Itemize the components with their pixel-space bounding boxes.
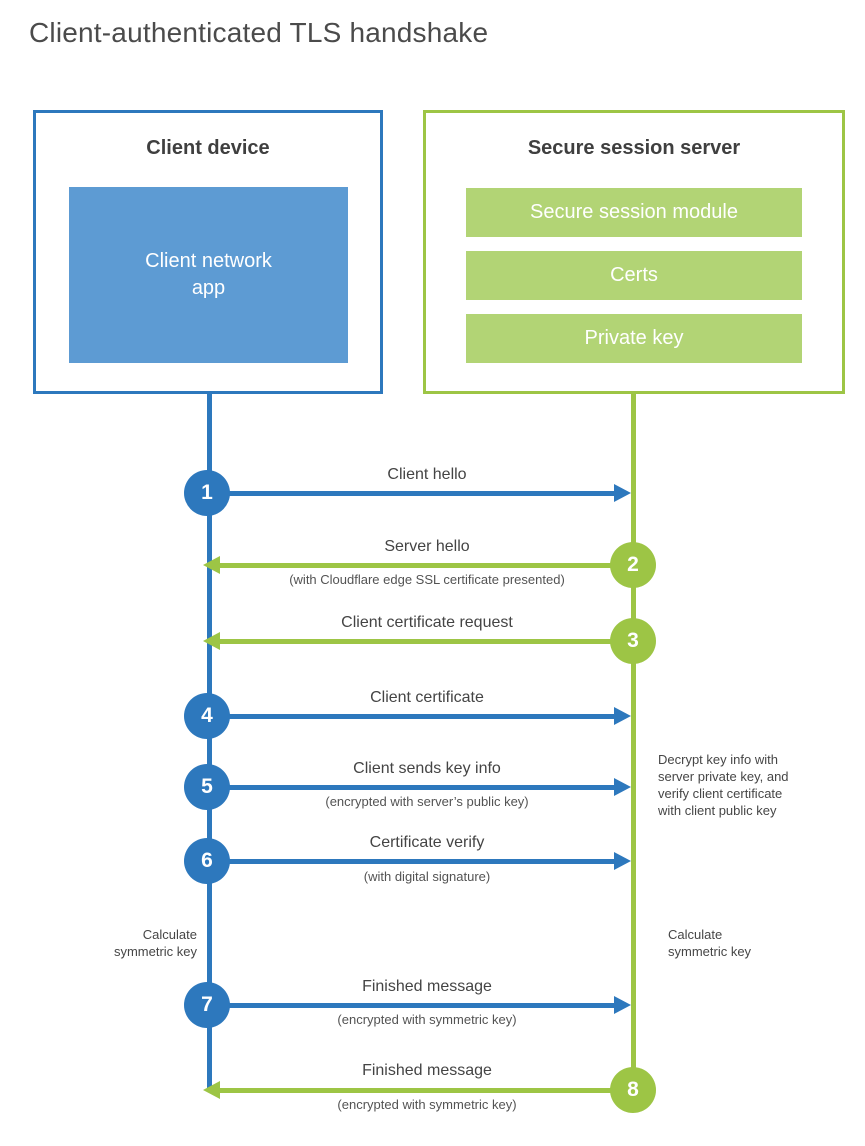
step-1-arrow bbox=[228, 491, 616, 496]
step-circle-7: 7 bbox=[184, 982, 230, 1028]
step-6-arrowhead-icon bbox=[614, 852, 631, 870]
step-7-label: Finished message bbox=[362, 978, 492, 995]
step-circle-2: 2 bbox=[610, 542, 656, 588]
step-8-arrow bbox=[218, 1088, 612, 1093]
step-4-label: Client certificate bbox=[370, 689, 484, 706]
client-lifeline bbox=[207, 393, 212, 1092]
step-circle-8: 8 bbox=[610, 1067, 656, 1113]
step-2-arrowhead-icon bbox=[203, 556, 220, 574]
step-7-arrow bbox=[228, 1003, 616, 1008]
step-circle-5: 5 bbox=[184, 764, 230, 810]
step-8-arrowhead-icon bbox=[203, 1081, 220, 1099]
client-network-app-label: Client network app bbox=[145, 250, 272, 299]
step-6-sublabel: (with digital signature) bbox=[363, 869, 491, 884]
step-7-sublabel: (encrypted with symmetric key) bbox=[337, 1012, 517, 1027]
step-3-arrowhead-icon bbox=[203, 632, 220, 650]
step-2-label: Server hello bbox=[384, 538, 470, 555]
step-circle-3: 3 bbox=[610, 618, 656, 664]
step-3-label: Client certificate request bbox=[341, 614, 513, 631]
server-lifeline bbox=[631, 393, 636, 1090]
step-3-arrow bbox=[218, 639, 612, 644]
secure-session-module-bar: Secure session module bbox=[466, 188, 802, 237]
step-5-sublabel: (encrypted with server’s public key) bbox=[325, 794, 529, 809]
step-4-arrow bbox=[228, 714, 616, 719]
step-circle-6: 6 bbox=[184, 838, 230, 884]
step-circle-4: 4 bbox=[184, 693, 230, 739]
step-5-arrowhead-icon bbox=[614, 778, 631, 796]
step-circle-1: 1 bbox=[184, 470, 230, 516]
step-2-arrow bbox=[218, 563, 612, 568]
client-device-box: Client device Client network app bbox=[33, 110, 383, 394]
step-6-label: Certificate verify bbox=[369, 834, 485, 851]
calculate-symmetric-key-note-server: Calculate symmetric key bbox=[668, 927, 752, 959]
step-1-arrowhead-icon bbox=[614, 484, 631, 502]
step-1-label: Client hello bbox=[387, 466, 467, 483]
client-network-app-box: Client network app bbox=[69, 187, 348, 363]
step-8-label: Finished message bbox=[362, 1062, 492, 1079]
secure-session-server-box: Secure session server Secure session mod… bbox=[423, 110, 845, 394]
step-7-arrowhead-icon bbox=[614, 996, 631, 1014]
client-device-title: Client device bbox=[146, 137, 270, 159]
page-title: Client-authenticated TLS handshake bbox=[29, 17, 489, 48]
step-5-label: Client sends key info bbox=[353, 760, 501, 777]
secure-session-server-title: Secure session server bbox=[527, 137, 741, 159]
step-8-sublabel: (encrypted with symmetric key) bbox=[337, 1097, 517, 1112]
private-key-bar: Private key bbox=[466, 314, 802, 363]
step-6-arrow bbox=[228, 859, 616, 864]
decrypt-note: Decrypt key info with server private key… bbox=[658, 752, 789, 818]
certs-bar: Certs bbox=[466, 251, 802, 300]
step-4-arrowhead-icon bbox=[614, 707, 631, 725]
step-2-sublabel: (with Cloudflare edge SSL certificate pr… bbox=[289, 572, 565, 587]
step-5-arrow bbox=[228, 785, 616, 790]
calculate-symmetric-key-note-client: Calculate symmetric key bbox=[113, 927, 197, 959]
